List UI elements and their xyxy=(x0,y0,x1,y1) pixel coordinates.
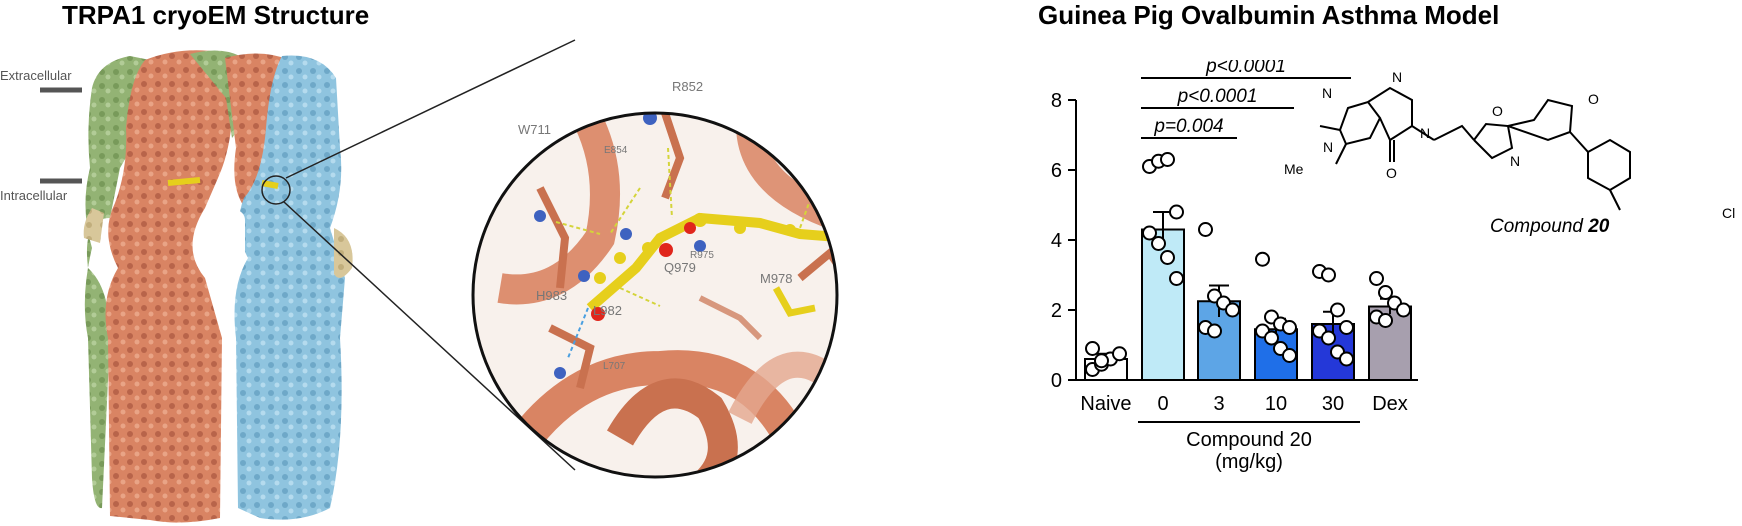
residue-label-r852: R852 xyxy=(672,79,703,94)
balf-cell-chart: 02468Total BALF cells (10e6)Naive031030D… xyxy=(1051,60,1735,473)
residue-label-r975: R975 xyxy=(690,250,714,261)
atom-label-n4: N xyxy=(1323,139,1333,155)
data-point xyxy=(1321,330,1336,346)
data-point xyxy=(1094,353,1109,369)
data-point xyxy=(1160,152,1175,167)
data-point xyxy=(1321,267,1336,283)
y-tick-label: 0 xyxy=(1051,370,1062,392)
x-tick-label: 10 xyxy=(1265,393,1287,415)
data-point xyxy=(1207,323,1222,339)
data-point xyxy=(1085,341,1100,356)
y-tick-label: 6 xyxy=(1051,160,1062,182)
p-value-label: p<0.0001 xyxy=(1205,60,1286,77)
data-point xyxy=(1264,330,1279,346)
data-point xyxy=(1282,348,1297,363)
zoom-line-top xyxy=(285,39,576,179)
x-tick-label: 3 xyxy=(1213,393,1224,415)
data-point xyxy=(1151,236,1166,251)
residue-label-l707: L707 xyxy=(603,361,626,372)
binding-site-highlight-circle xyxy=(261,175,291,205)
residue-label-e854: E854 xyxy=(604,145,628,156)
residue-label-h983: H983 xyxy=(536,288,567,303)
compound-caption-word: Compound xyxy=(1490,216,1584,237)
p-value-label: p=0.004 xyxy=(1153,116,1223,137)
p-value-label: p<0.0001 xyxy=(1177,86,1258,107)
data-point xyxy=(1225,302,1240,318)
structure-panel-title: TRPA1 cryoEM Structure xyxy=(62,0,370,30)
extracellular-label: Extracellular xyxy=(0,68,72,83)
data-point xyxy=(1169,271,1184,286)
zoom-circle-outline xyxy=(471,111,839,479)
data-point xyxy=(1169,204,1184,220)
x-tick-label: 0 xyxy=(1157,393,1168,415)
atom-label-n3: N xyxy=(1420,125,1430,141)
data-point xyxy=(1369,271,1384,286)
cryoem-density-map xyxy=(83,50,353,523)
data-point xyxy=(1160,250,1175,265)
residue-label-q979: Q979 xyxy=(664,260,696,275)
atom-label-n2: N xyxy=(1392,69,1402,85)
data-point xyxy=(1396,302,1411,318)
compound-caption-number: 20 xyxy=(1587,216,1610,237)
atom-label-n5: N xyxy=(1510,153,1520,169)
data-point xyxy=(1142,225,1157,241)
compound-20-structure xyxy=(1319,86,1631,211)
data-point xyxy=(1339,320,1354,335)
atom-label-o1: O xyxy=(1386,165,1397,181)
data-point xyxy=(1198,222,1213,237)
atom-label-n1: N xyxy=(1322,85,1332,101)
compound-group-label: Compound 20 xyxy=(1186,429,1312,451)
residue-label-w711: W711 xyxy=(518,122,551,137)
x-tick-label: Naive xyxy=(1080,393,1131,415)
residue-label-m978: M978 xyxy=(760,271,793,286)
structure-illustration: Extracellular Intracellular xyxy=(0,39,839,523)
atom-label-o2: O xyxy=(1492,103,1503,119)
compound-20-caption: Compound 20 xyxy=(1490,216,1610,237)
compound-group-units: (mg/kg) xyxy=(1215,451,1283,473)
data-point xyxy=(1378,313,1393,328)
y-tick-label: 8 xyxy=(1051,90,1062,112)
atom-label-me: Me xyxy=(1284,161,1304,177)
y-tick-label: 4 xyxy=(1051,230,1062,252)
x-tick-label: Dex xyxy=(1372,393,1408,415)
data-point xyxy=(1339,351,1354,367)
data-point xyxy=(1282,320,1297,335)
residue-label-l982: L982 xyxy=(593,303,622,318)
intracellular-label: Intracellular xyxy=(0,188,68,203)
x-tick-label: 30 xyxy=(1322,393,1344,415)
data-point xyxy=(1112,346,1127,362)
data-point xyxy=(1330,302,1345,318)
chart-panel-title: Guinea Pig Ovalbumin Asthma Model xyxy=(1038,0,1500,30)
atom-label-o3: O xyxy=(1588,91,1599,107)
data-point xyxy=(1255,251,1270,267)
y-tick-label: 2 xyxy=(1051,300,1062,322)
atom-label-cl: Cl xyxy=(1722,205,1735,221)
data-point xyxy=(1378,285,1393,300)
